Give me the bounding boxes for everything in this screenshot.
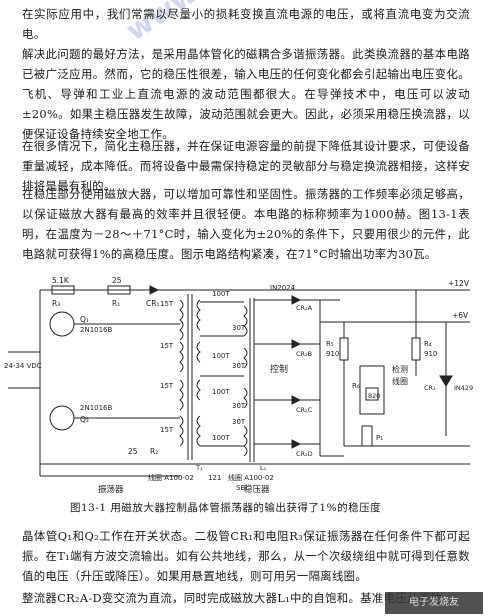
label-30t-c: 30T [232, 402, 246, 410]
label-r6: R₆ [352, 382, 360, 390]
corner-logo: 电子发烧友 [385, 592, 483, 614]
paragraph-1: 在实际应用中，我们常需以尽量小的损耗变换直流电源的电压，或将直流电变为交流电。 [22, 7, 470, 41]
paragraph-6: 整流器CR₂A-D变交流为直流，同时完成磁放大器L₁中的自饱和。基准电压从齐纳 [22, 591, 443, 605]
label-coil-b: 线圈 A100-02 [228, 473, 274, 482]
label-oscillator: 振荡器 [98, 484, 124, 495]
label-r5-value: 910 [326, 350, 339, 358]
label-30t-d: 30T [232, 418, 246, 426]
label-15t-c: 15T [160, 382, 174, 390]
label-100t-c: 100T [212, 388, 230, 396]
paragraph-5: 晶体管Q₁和Q₂工作在开关状态。二极管CR₁和电阻R₃保证振荡器在任何条件下都可… [22, 529, 470, 583]
label-15t-a: 15T [160, 300, 174, 308]
label-control: 控制 [270, 363, 288, 375]
label-30t-a: 30T [232, 324, 246, 332]
label-out-6v: +6V [452, 311, 469, 320]
circuit-diagram: 5.1K R₃ 25 R₁ CR₁ Q₁ 2N1016B 2N1016B Q₂ … [4, 276, 473, 495]
label-in2024: IN2024 [270, 284, 296, 292]
paragraph-2: 解决此问题的最好方法，是采用晶体管化的磁耦合多谐振荡器。此类换流器的基本电路已被… [22, 47, 470, 141]
label-100t-a: 100T [212, 290, 230, 298]
label-r2: R₂ [150, 447, 158, 456]
paragraph-4: 在稳压部分使用磁放大器，可以增加可靠性和坚固性。振荡器的工作频率必须足够高，以保… [22, 187, 470, 261]
label-coil-121: 121 [208, 474, 221, 482]
label-r3-value: 5.1K [52, 276, 70, 285]
label-sense-coil-2: 线圈 [392, 376, 408, 386]
label-15t-b: 15T [160, 342, 174, 350]
label-r1: R₁ [112, 299, 120, 308]
label-100t-b: 100T [212, 352, 230, 360]
label-r4-value: 910 [424, 350, 437, 358]
label-cr2b: CR₂B [296, 350, 312, 358]
label-q2-part: 2N1016B [80, 404, 113, 412]
label-coil-a: 线圈 A100-02 [148, 473, 194, 482]
figure-caption: 图13-1 用磁放大器控制晶体管振荡器的输出获得了1%的稳压度 [70, 502, 382, 514]
label-100t-d: 100T [212, 434, 230, 442]
label-l1: L₁ [260, 464, 267, 472]
label-q2: Q₂ [80, 415, 89, 424]
label-r1-value: 25 [112, 276, 122, 285]
label-sense-coil: 检测 [392, 364, 408, 374]
label-q1: Q₁ [80, 315, 89, 324]
label-cr2a: CR₂A [296, 304, 313, 312]
label-cr1: CR₁ [146, 299, 159, 308]
label-r4: R₄ [424, 340, 432, 348]
label-p1: P₁ [376, 434, 383, 442]
label-sbl: SBL [236, 484, 249, 492]
label-r6-value: 820 [368, 392, 380, 400]
label-r5: R₅ [326, 340, 334, 348]
label-30t-b: 30T [232, 362, 246, 370]
circuit-figure: 5.1K R₃ 25 R₁ CR₁ Q₁ 2N1016B 2N1016B Q₂ … [0, 276, 489, 496]
label-in429: IN429 [454, 384, 473, 392]
paragraph-3: 在很多情况下，简化主稳压器，并在保证电源容量的前提下降低其设计要求，可使设备重量… [22, 139, 470, 193]
label-r2-value: 25 [128, 447, 138, 456]
label-q1-part: 2N1016B [80, 326, 113, 334]
label-cr2d: CR₂D [296, 450, 313, 458]
label-cr3: CR₃ [424, 384, 436, 392]
label-r3: R₃ [52, 299, 60, 308]
label-regulator: 稳压器 [244, 484, 270, 495]
label-15t-d: 15T [160, 426, 174, 434]
label-input-voltage: 24-34 VDC [4, 362, 42, 370]
label-out-12v: +12V [448, 279, 470, 288]
label-t1: T₁ [195, 464, 203, 472]
label-cr2c: CR₂C [296, 406, 313, 414]
